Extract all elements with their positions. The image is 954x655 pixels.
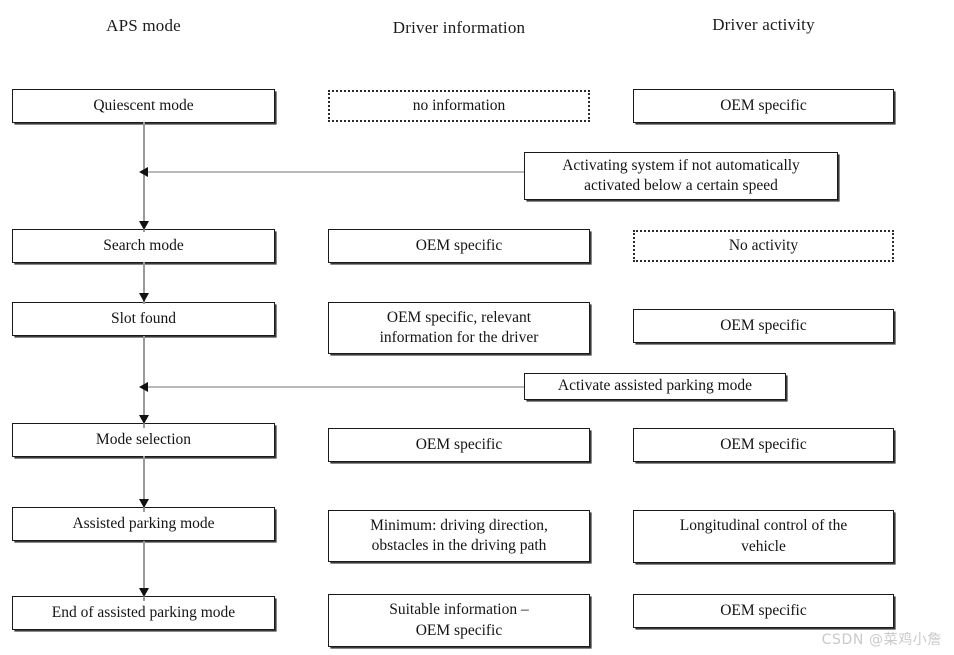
node-driver-activity-search[interactable]: No activity xyxy=(633,230,894,262)
node-driver-information-assisted-parking[interactable]: Minimum: driving direction, obstacles in… xyxy=(328,510,590,562)
node-label: Suitable information – OEM specific xyxy=(389,601,529,639)
connector-activate-parking-to-spine xyxy=(146,386,526,388)
connector-quiescent-to-search xyxy=(143,122,145,232)
column-header-driver-information: Driver information xyxy=(328,18,590,38)
node-driver-activity-slot-found[interactable]: OEM specific xyxy=(633,309,894,343)
node-label: No activity xyxy=(728,236,799,254)
node-aps-quiescent-mode[interactable]: Quiescent mode xyxy=(12,89,275,123)
arrowhead-into-mode-selection xyxy=(138,415,149,424)
node-aps-assisted-parking-mode[interactable]: Assisted parking mode xyxy=(12,507,275,541)
node-label: no information xyxy=(412,96,506,114)
annotation-label: Activate assisted parking mode xyxy=(557,377,753,395)
column-header-aps-mode: APS mode xyxy=(12,16,275,36)
node-label: OEM specific xyxy=(720,601,807,619)
node-label: OEM specific xyxy=(720,316,807,334)
node-label: OEM specific xyxy=(415,236,503,254)
arrowhead-into-slot-found xyxy=(138,293,149,302)
column-header-driver-activity: Driver activity xyxy=(633,15,894,35)
node-driver-activity-quiescent[interactable]: OEM specific xyxy=(633,89,894,123)
connector-activating-system-to-spine xyxy=(146,171,526,173)
node-label: Slot found xyxy=(110,309,177,327)
node-label: Quiescent mode xyxy=(93,96,194,114)
csdn-watermark: CSDN @菜鸡小詹 xyxy=(821,632,942,648)
connector-search-to-slot-found xyxy=(143,262,145,304)
node-aps-mode-selection[interactable]: Mode selection xyxy=(12,423,275,457)
node-label: Minimum: driving direction, obstacles in… xyxy=(370,516,548,554)
connector-assisted-parking-to-end xyxy=(143,541,145,601)
column-header-label: APS mode xyxy=(106,16,181,35)
node-driver-activity-assisted-parking[interactable]: Longitudinal control of the vehicle xyxy=(633,510,894,563)
node-label: OEM specific xyxy=(720,96,807,114)
node-aps-end-assisted-parking-mode[interactable]: End of assisted parking mode xyxy=(12,596,275,630)
node-label: Search mode xyxy=(103,236,184,254)
arrowhead-activate-assisted-parking xyxy=(139,381,148,392)
node-aps-slot-found[interactable]: Slot found xyxy=(12,302,275,336)
node-driver-information-slot-found[interactable]: OEM specific, relevant information for t… xyxy=(328,302,590,354)
node-driver-information-mode-selection[interactable]: OEM specific xyxy=(328,428,590,462)
node-driver-information-quiescent[interactable]: no information xyxy=(328,90,590,122)
node-label: Longitudinal control of the vehicle xyxy=(679,517,848,555)
column-header-label: Driver information xyxy=(392,18,526,37)
node-label: OEM specific xyxy=(415,435,503,453)
node-driver-activity-mode-selection[interactable]: OEM specific xyxy=(633,428,894,462)
annotation-label: Activating system if not automatically a… xyxy=(562,156,800,194)
arrowhead-into-end-assisted-parking xyxy=(138,588,149,597)
annotation-activating-system[interactable]: Activating system if not automatically a… xyxy=(524,152,838,200)
node-label: OEM specific xyxy=(720,435,807,453)
node-aps-search-mode[interactable]: Search mode xyxy=(12,229,275,263)
node-label: End of assisted parking mode xyxy=(51,603,236,621)
node-label: Mode selection xyxy=(95,430,192,448)
connector-mode-selection-to-assisted-parking xyxy=(143,456,145,512)
column-header-label: Driver activity xyxy=(712,15,815,34)
arrowhead-into-search-mode xyxy=(138,221,149,230)
annotation-activate-assisted-parking[interactable]: Activate assisted parking mode xyxy=(524,373,786,400)
node-driver-information-search[interactable]: OEM specific xyxy=(328,229,590,263)
node-label: OEM specific, relevant information for t… xyxy=(379,308,539,346)
node-driver-information-end-assisted-parking[interactable]: Suitable information – OEM specific xyxy=(328,594,590,647)
node-label: Assisted parking mode xyxy=(72,514,215,532)
arrowhead-into-assisted-parking xyxy=(138,499,149,508)
arrowhead-activating-system xyxy=(139,166,148,177)
node-driver-activity-end-assisted-parking[interactable]: OEM specific xyxy=(633,594,894,628)
